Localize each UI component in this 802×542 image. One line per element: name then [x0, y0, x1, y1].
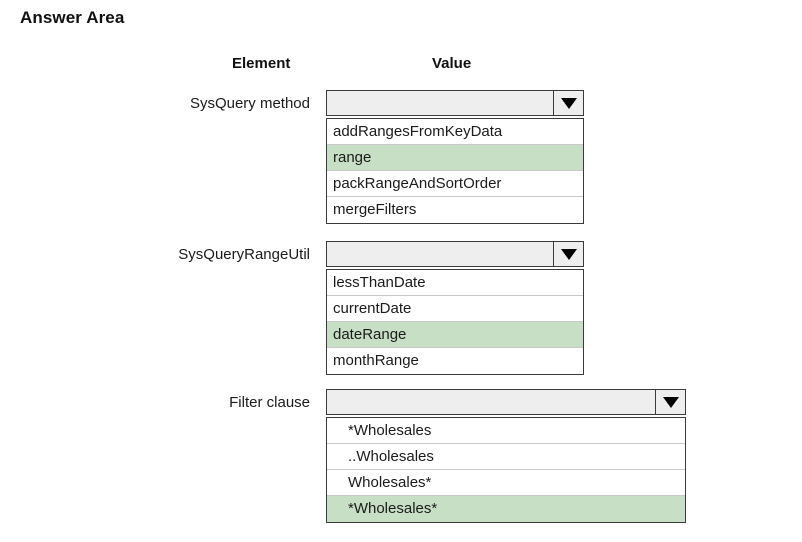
dropdown-field-filter-clause[interactable]: [326, 389, 686, 415]
list-item[interactable]: lessThanDate: [327, 270, 583, 296]
list-item[interactable]: addRangesFromKeyData: [327, 119, 583, 145]
list-item[interactable]: mergeFilters: [327, 197, 583, 223]
chevron-down-icon[interactable]: [553, 91, 583, 115]
list-item[interactable]: *Wholesales: [327, 418, 685, 444]
chevron-down-icon[interactable]: [553, 242, 583, 266]
page-title: Answer Area: [20, 8, 125, 27]
row-label-filter-clause: Filter clause: [229, 394, 310, 411]
list-item[interactable]: currentDate: [327, 296, 583, 322]
list-item[interactable]: Wholesales*: [327, 470, 685, 496]
dropdown-sysquery-method[interactable]: addRangesFromKeyData range packRangeAndS…: [326, 90, 584, 224]
dropdown-value-filter-clause[interactable]: [327, 390, 655, 414]
list-item[interactable]: *Wholesales*: [327, 496, 685, 522]
column-header-value: Value: [432, 55, 472, 72]
list-item[interactable]: monthRange: [327, 348, 583, 374]
list-item[interactable]: range: [327, 145, 583, 171]
caret-shape: [560, 248, 577, 260]
list-item[interactable]: ..Wholesales: [327, 444, 685, 470]
row-label-sysquery-method: SysQuery method: [189, 95, 310, 112]
chevron-down-icon[interactable]: [655, 390, 685, 414]
dropdown-value-sysqueryrangeutil[interactable]: [327, 242, 553, 266]
dropdown-list-sysquery-method[interactable]: addRangesFromKeyData range packRangeAndS…: [326, 118, 584, 224]
dropdown-value-sysquery-method[interactable]: [327, 91, 553, 115]
column-header-element: Element: [232, 55, 291, 72]
list-item[interactable]: dateRange: [327, 322, 583, 348]
dropdown-list-sysqueryrangeutil[interactable]: lessThanDate currentDate dateRange month…: [326, 269, 584, 375]
row-label-sysqueryrangeutil: SysQueryRangeUtil: [178, 246, 310, 263]
caret-shape: [560, 97, 577, 109]
caret-shape: [662, 396, 679, 408]
dropdown-list-filter-clause[interactable]: *Wholesales ..Wholesales Wholesales* *Wh…: [326, 417, 686, 523]
dropdown-filter-clause[interactable]: *Wholesales ..Wholesales Wholesales* *Wh…: [326, 389, 686, 523]
dropdown-field-sysqueryrangeutil[interactable]: [326, 241, 584, 267]
list-item[interactable]: packRangeAndSortOrder: [327, 171, 583, 197]
dropdown-sysqueryrangeutil[interactable]: lessThanDate currentDate dateRange month…: [326, 241, 584, 375]
dropdown-field-sysquery-method[interactable]: [326, 90, 584, 116]
